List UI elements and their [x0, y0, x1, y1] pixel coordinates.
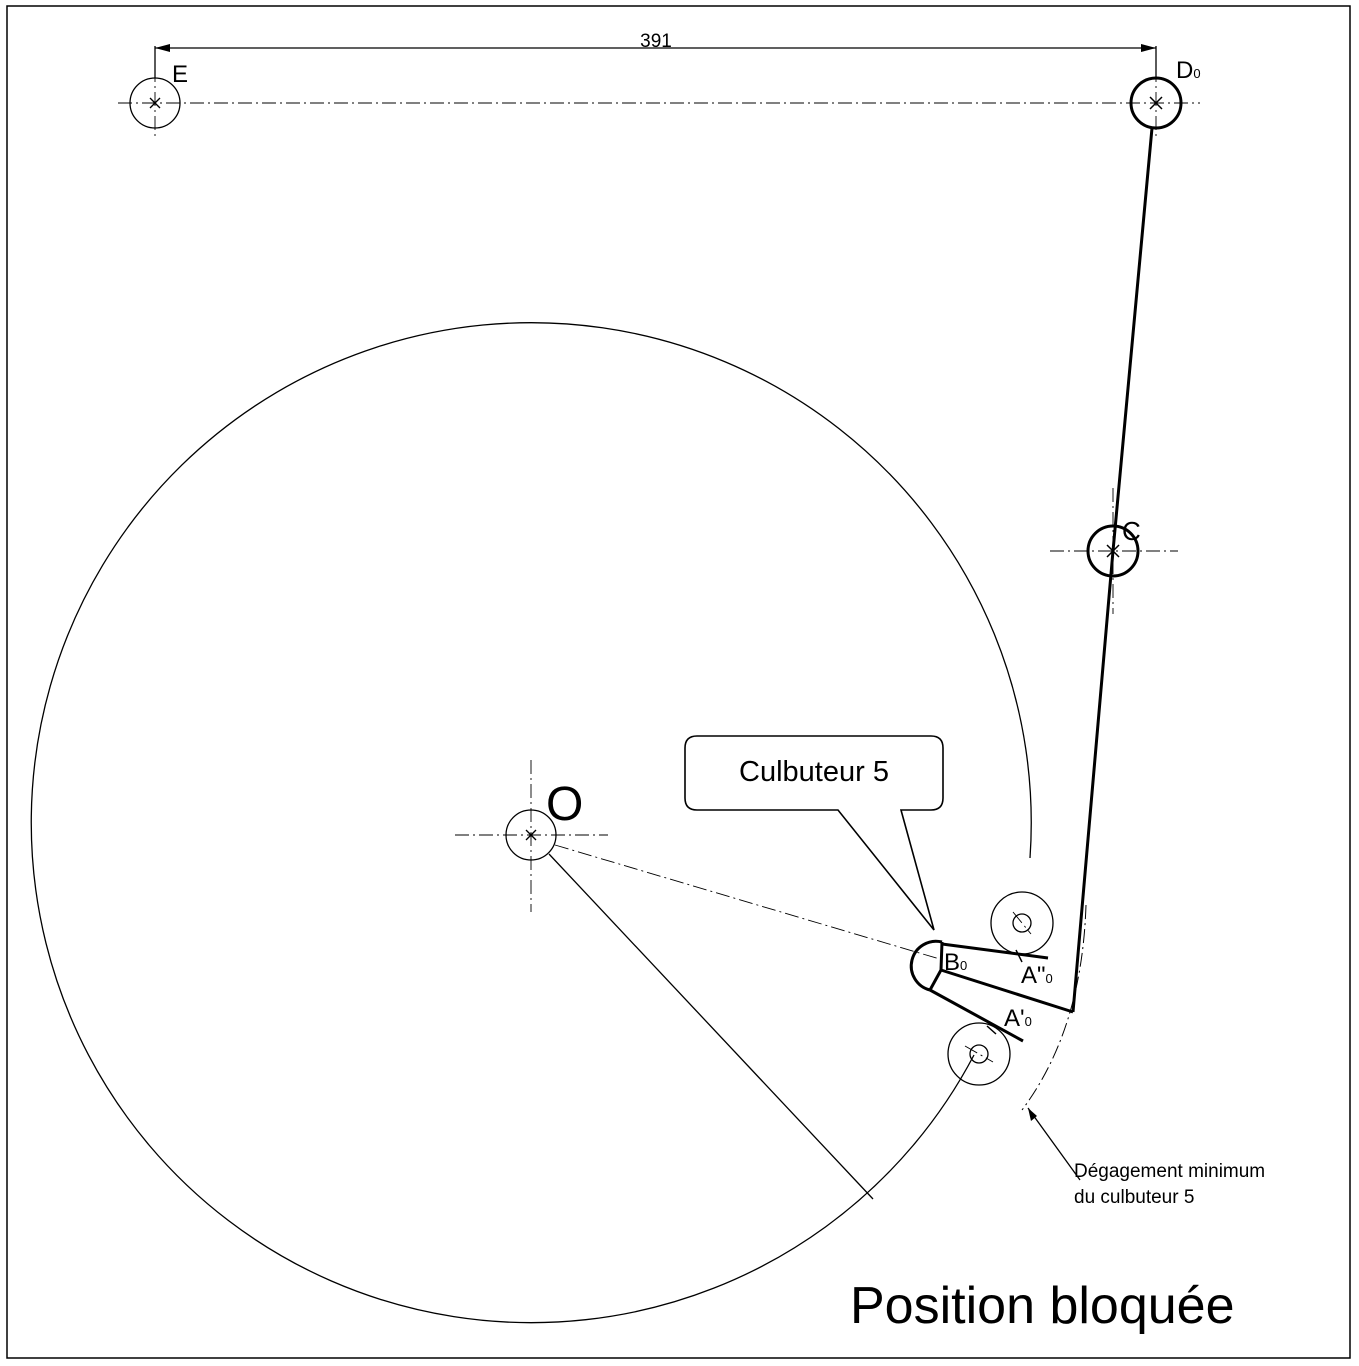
large-circle [30, 322, 1032, 1324]
center-o: O [455, 760, 608, 912]
callout-label: Culbuteur 5 [739, 756, 889, 788]
radius-line [548, 853, 874, 1200]
note-line-2: du culbuteur 5 [1074, 1187, 1194, 1208]
drawing-frame [6, 5, 1351, 1359]
pivot-d0: D0 [1129, 57, 1201, 140]
dimension-label: 391 [640, 31, 672, 52]
clearance-arc [1021, 904, 1087, 1111]
label-b0: B0 [944, 949, 967, 976]
label-e: E [172, 61, 188, 88]
label-o: O [546, 778, 583, 831]
centerline-o-b0 [554, 844, 944, 961]
dimension-391: 391 [154, 31, 1157, 78]
label-c: C [1122, 516, 1141, 546]
roller-a1 [947, 1022, 1011, 1086]
clearance-note: Dégagement minimum du culbuteur 5 [1027, 1107, 1265, 1208]
rocker-arm-5 [909, 939, 1074, 1043]
note-line-1: Dégagement minimum [1074, 1161, 1265, 1182]
pivot-e: E [129, 61, 188, 140]
label-d0: D0 [1176, 57, 1201, 84]
label-a-double-prime-0: A"0 [1021, 962, 1053, 989]
link-d-c [1071, 127, 1154, 1013]
callout-culbuteur-5: Culbuteur 5 [684, 735, 944, 931]
drawing-title: Position bloquée [850, 1277, 1235, 1335]
label-a-prime-0: A'0 [1004, 1005, 1032, 1032]
roller-a2 [990, 891, 1054, 955]
pivot-c: C [1050, 488, 1178, 614]
